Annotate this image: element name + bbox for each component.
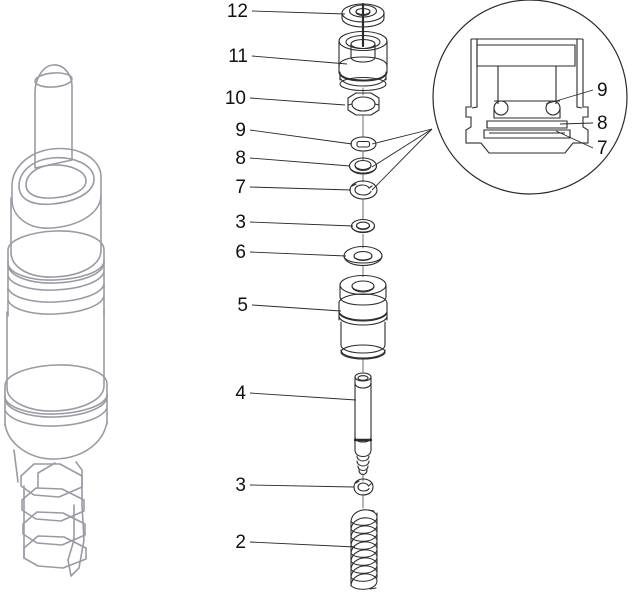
callout-label-11[interactable]: 11: [228, 46, 248, 67]
part-11-upper-body-sleeve: [338, 2, 388, 92]
detail-section-view: [432, 0, 628, 195]
leader-11: [251, 55, 348, 65]
part-3-retaining-ring-lower: [353, 478, 374, 496]
callout-leaders: [249, 10, 357, 548]
callout-label-3a[interactable]: 3: [235, 212, 246, 233]
detail-callout-label-8[interactable]: 8: [597, 113, 608, 134]
part-5-valve-body: [338, 274, 388, 360]
leader-3b: [249, 484, 355, 488]
detail-callout-label-9[interactable]: 9: [597, 80, 608, 101]
leader-10: [249, 97, 346, 106]
leader-12: [251, 10, 346, 15]
detail-callout-labels: 9 8 7: [597, 80, 608, 159]
leader-7: [249, 186, 352, 191]
leader-2: [249, 541, 356, 548]
leader-6: [249, 251, 347, 257]
detail-circle-boundary: [432, 0, 628, 195]
detail-item-7-seat: [483, 129, 571, 139]
part-7-snap-ring: [349, 180, 378, 200]
callout-label-8[interactable]: 8: [235, 148, 246, 169]
callout-label-7[interactable]: 7: [235, 177, 246, 198]
callout-label-6[interactable]: 6: [235, 242, 246, 263]
detail-callout-label-7[interactable]: 7: [597, 138, 608, 159]
leader-4: [249, 392, 357, 401]
callout-label-3b[interactable]: 3: [235, 475, 246, 496]
callout-label-10[interactable]: 10: [225, 88, 246, 109]
callout-label-9[interactable]: 9: [235, 120, 246, 141]
leader-8: [249, 157, 351, 167]
callout-labels: 12 11 10 9 8 7 3 6 5 4 3 2: [225, 1, 248, 553]
part-4-plunger-pin: [353, 372, 373, 476]
callout-label-5[interactable]: 5: [237, 295, 248, 316]
leader-3a: [249, 221, 354, 227]
part-10-hex-nut: [347, 92, 380, 116]
callout-label-12[interactable]: 12: [227, 1, 248, 22]
callout-label-4[interactable]: 4: [235, 383, 246, 404]
part-9-flat-seal-ring: [350, 136, 377, 152]
callout-label-2[interactable]: 2: [235, 532, 246, 553]
stack-to-detail-leaders: [371, 128, 433, 191]
part-2-coil-spring: [350, 509, 378, 590]
exploded-stack: [338, 2, 388, 590]
leader-9: [249, 129, 353, 145]
detail-callout-leaders: [545, 89, 594, 149]
assembly-view-silhouette: [4, 64, 108, 577]
leader-5: [251, 304, 342, 312]
